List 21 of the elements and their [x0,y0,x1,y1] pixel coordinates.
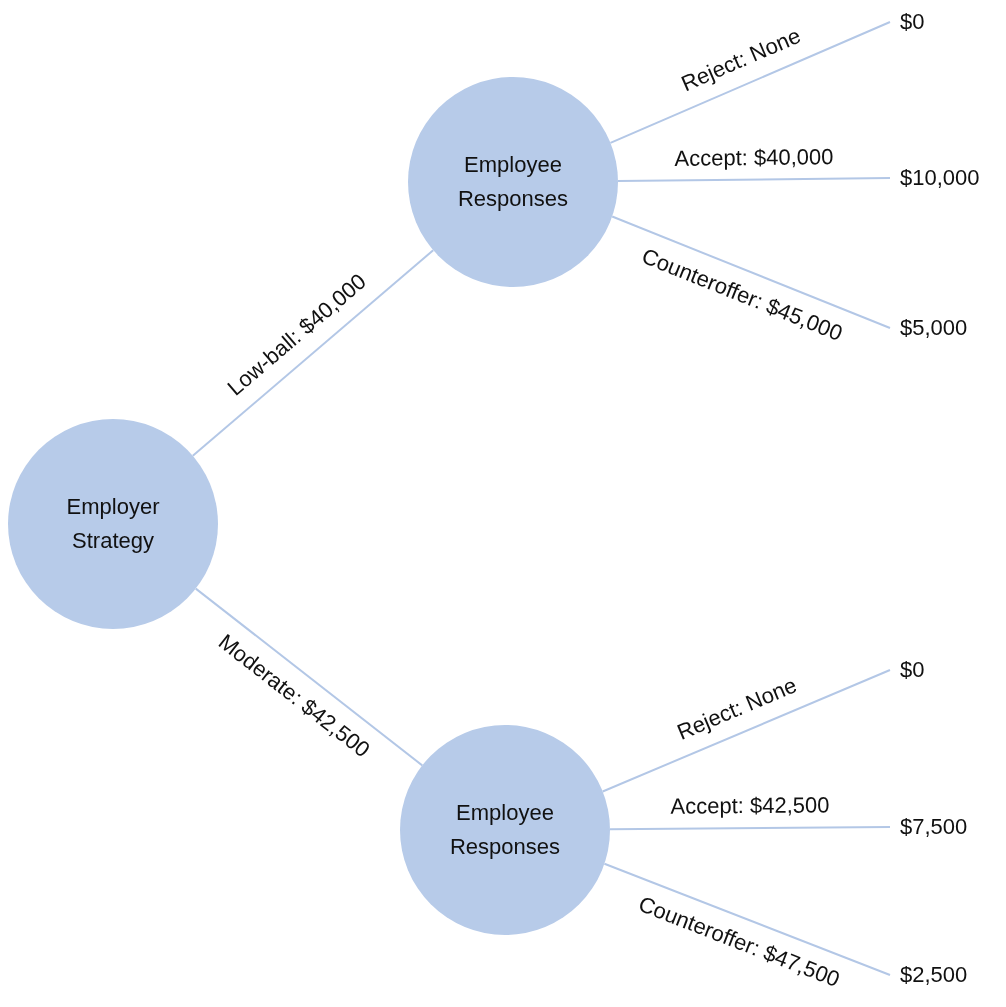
edge-label: Accept: $40,000 [674,143,834,172]
payoff-text: $0 [898,655,925,685]
payoff-text: $2,500 [898,960,968,990]
payoff-text: $0 [898,7,925,37]
edge-label: Accept: $42,500 [670,792,830,820]
node-text: Employee Responses [448,799,562,861]
payoff-text: $7,500 [898,812,968,842]
connector-line [609,826,891,831]
edge-label: Reject: None [673,671,801,746]
connector-line [194,587,424,767]
payoff-text: $10,000 [898,163,980,193]
connector-line [611,215,891,329]
connector-line [617,177,891,182]
node-text: Employee Responses [456,151,570,213]
connector-line [603,862,891,976]
connector-line [191,249,435,457]
connector-line [601,669,891,793]
edge-label: Reject: None [677,23,805,98]
node-text: Employer Strategy [65,493,161,555]
connector-line [609,21,891,144]
payoff-text: $5,000 [898,313,968,343]
